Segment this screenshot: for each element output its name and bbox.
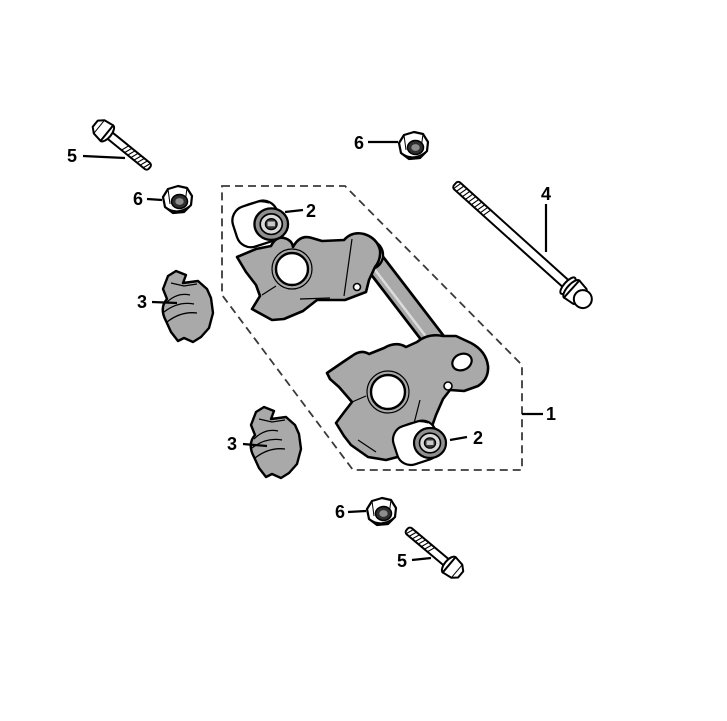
part-bracket-upper [161,269,215,344]
callout-label-6-bottom: 6 [335,502,345,522]
callout-label-1: 1 [546,404,556,424]
kit-boundary-dashed-outline [221,185,523,471]
part-bolt-long [452,180,593,310]
callout-label-6-top-center: 6 [354,133,364,153]
leader-6-top-left [146,197,163,202]
callout-label-5-top: 5 [67,146,77,166]
leader-5-bottom [411,556,432,562]
callout-label-2-bottom: 2 [473,428,483,448]
callout-label-3-lower: 3 [227,434,237,454]
callout-leader-lines [82,140,548,562]
callout-label-6-top-left: 6 [133,189,143,209]
part-nut-top-center [397,130,430,161]
part-nut-top-left [161,184,194,215]
part-bolt-short-top [87,114,157,177]
leader-5-top [82,154,126,160]
leader-2-top [284,208,304,214]
part-nut-bottom [365,496,398,527]
leader-3-upper [151,300,178,305]
callout-label-4: 4 [541,184,551,204]
part-bolt-short-bottom [399,520,469,584]
part-bracket-lower [249,405,303,480]
callout-label-3-upper: 3 [137,292,147,312]
leader-2-bottom [449,435,468,442]
assembly-upper-plate [235,231,382,322]
callout-label-5-bottom: 5 [397,551,407,571]
leader-6-bottom [347,509,367,514]
leader-3-lower [242,442,268,448]
callout-label-2-top: 2 [306,201,316,221]
